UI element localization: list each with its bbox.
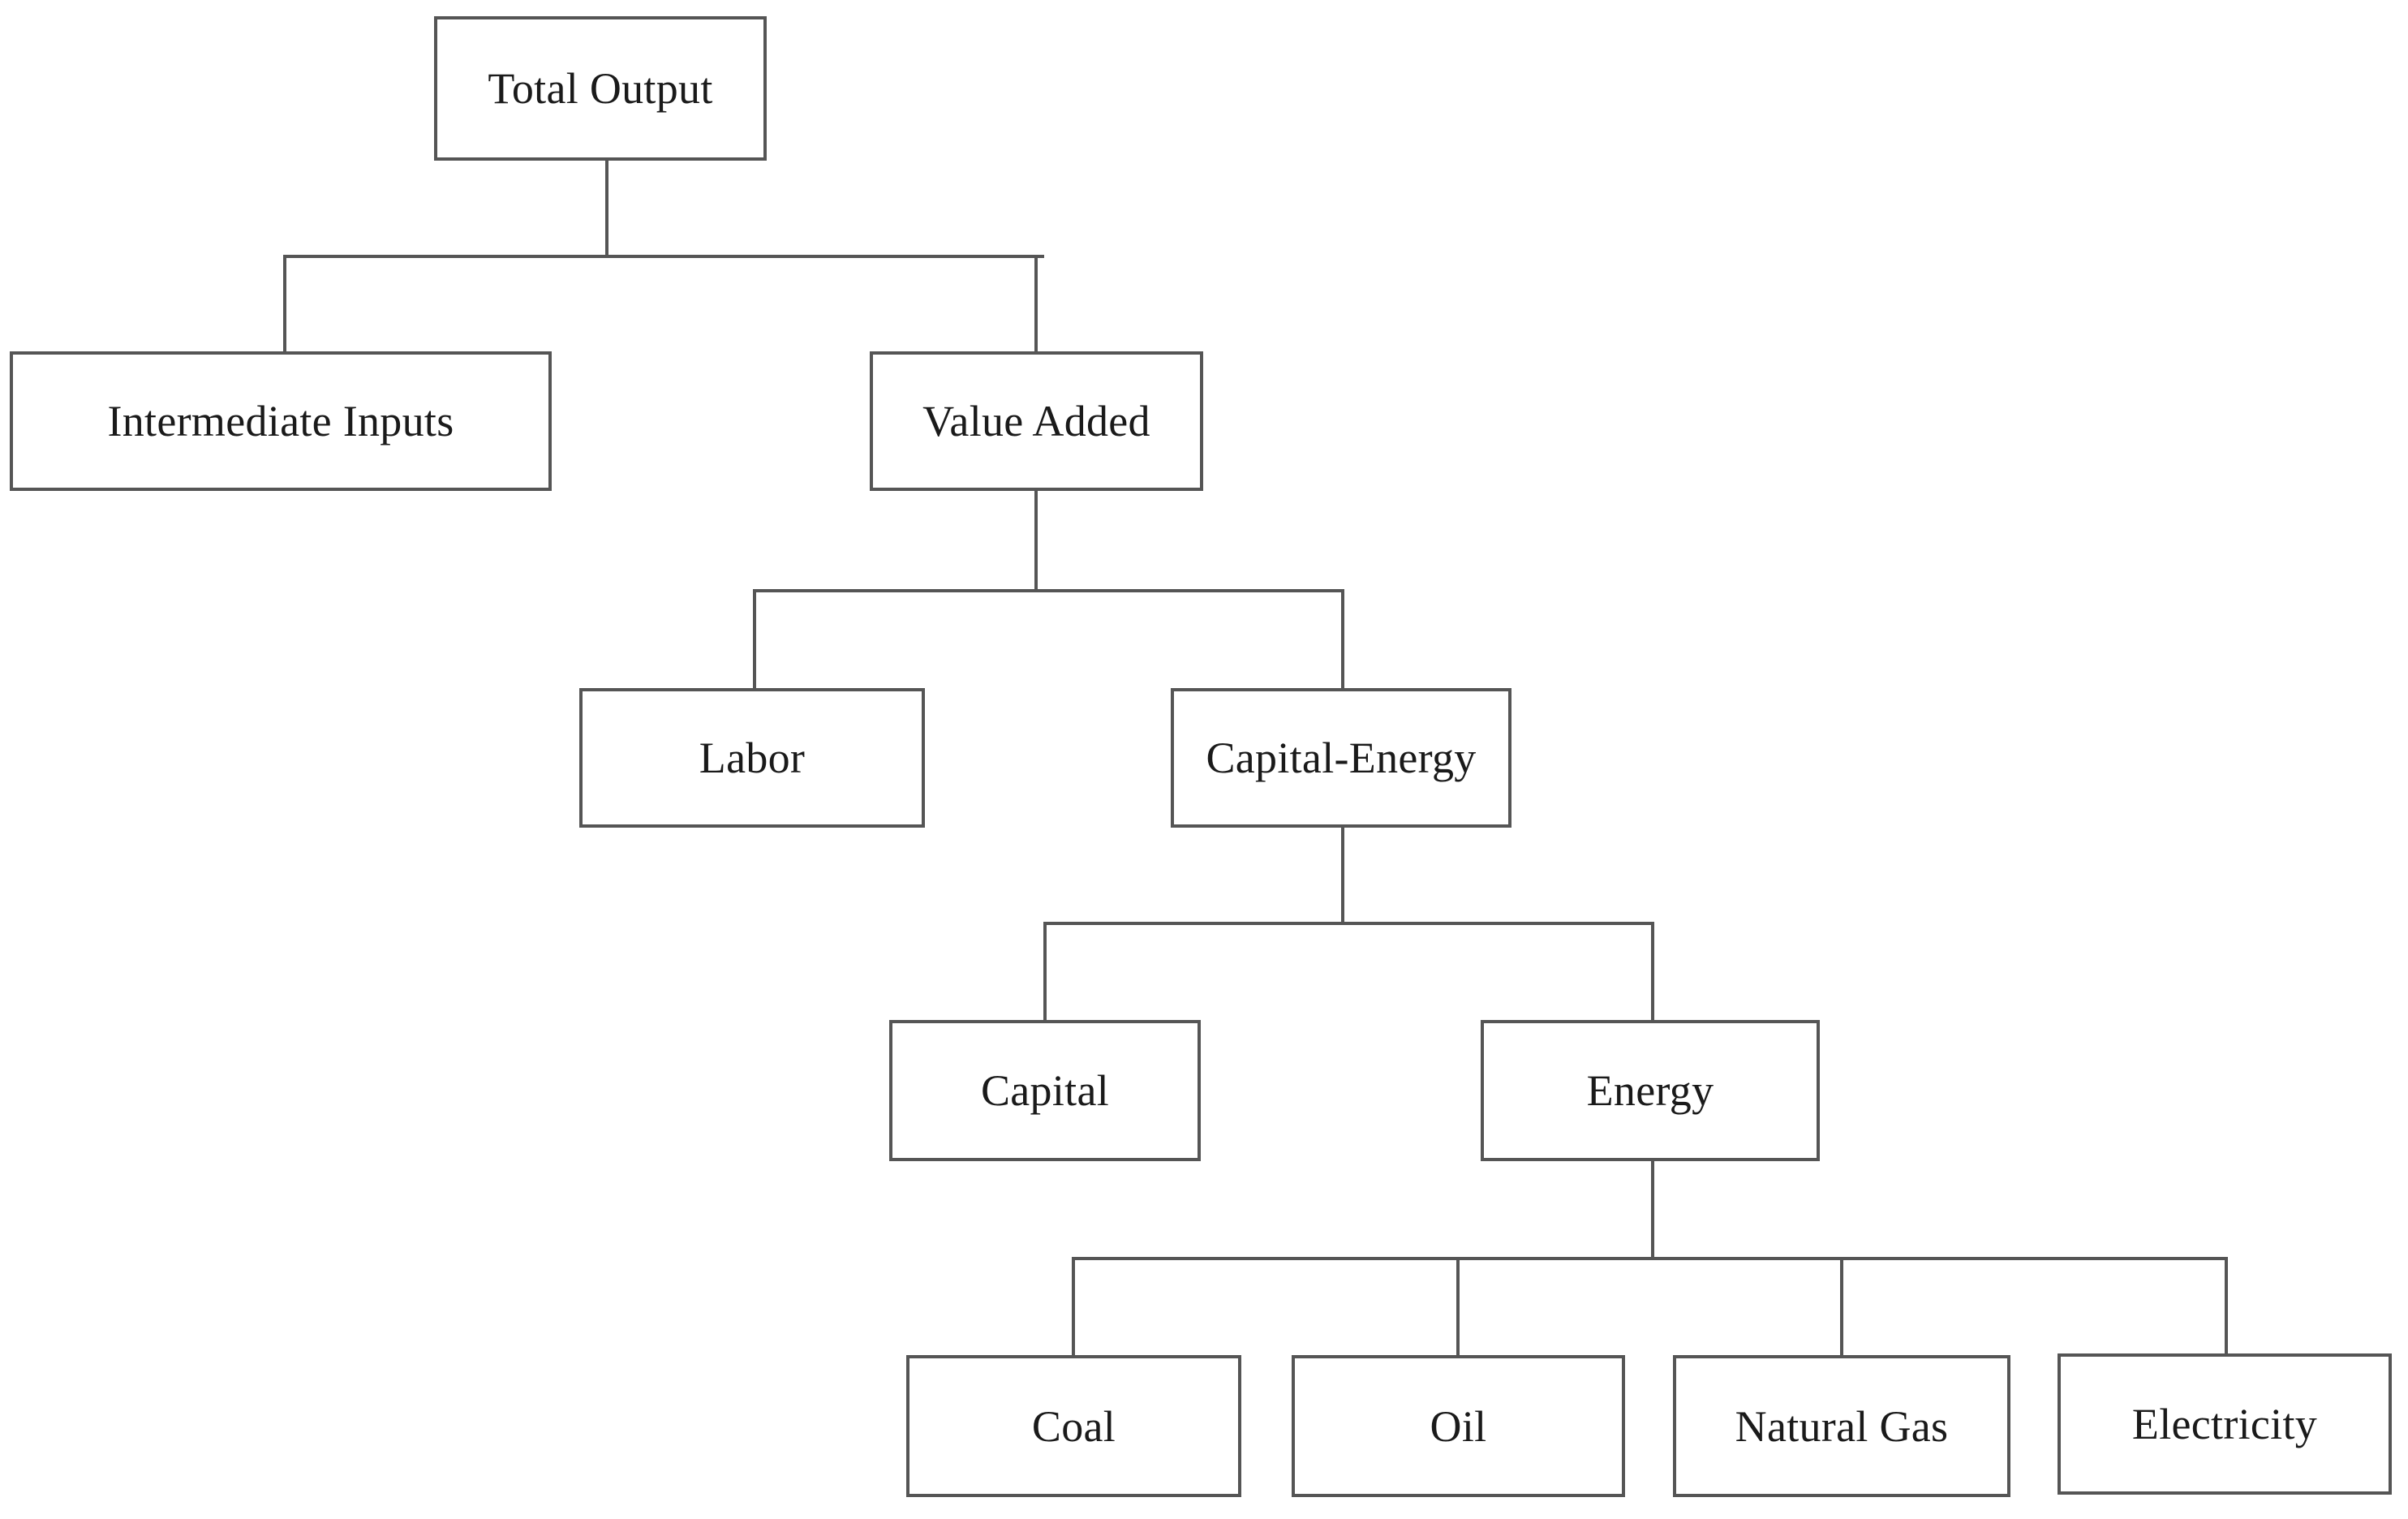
node-label-value-added: Value Added (922, 397, 1150, 445)
node-label-capital: Capital (980, 1066, 1110, 1115)
node-intermediate-inputs[interactable]: Intermediate Inputs (10, 351, 552, 491)
edge-drop-coal (1072, 1257, 1075, 1357)
edge-energy-stem (1651, 1161, 1654, 1260)
edge-level4-bus (1072, 1257, 2228, 1260)
edge-drop-value-added (1034, 255, 1038, 353)
node-value-added[interactable]: Value Added (870, 351, 1203, 491)
edge-drop-energy (1651, 922, 1654, 1022)
node-label-energy: Energy (1586, 1066, 1714, 1115)
node-oil[interactable]: Oil (1292, 1355, 1625, 1497)
edge-value-added-stem (1034, 491, 1038, 592)
node-electricity[interactable]: Electricity (2058, 1353, 2392, 1495)
node-capital[interactable]: Capital (889, 1020, 1201, 1161)
node-label-intermediate-inputs: Intermediate Inputs (107, 397, 454, 445)
node-coal[interactable]: Coal (906, 1355, 1241, 1497)
node-energy[interactable]: Energy (1481, 1020, 1820, 1161)
edge-drop-electricity (2225, 1257, 2228, 1355)
edge-drop-intermediate-inputs (283, 255, 286, 353)
edge-capital-energy-stem (1341, 828, 1344, 923)
node-label-natural-gas: Natural Gas (1735, 1401, 1949, 1451)
node-capital-energy[interactable]: Capital-Energy (1171, 688, 1511, 828)
node-label-electricity: Electricity (2131, 1400, 2318, 1448)
edge-drop-capital (1043, 922, 1047, 1022)
node-natural-gas[interactable]: Natural Gas (1673, 1355, 2010, 1497)
edge-drop-natural-gas (1840, 1257, 1843, 1357)
edge-drop-capital-energy (1341, 589, 1344, 690)
node-label-labor: Labor (699, 734, 806, 782)
node-label-total-output: Total Output (488, 64, 713, 113)
edge-drop-oil (1456, 1257, 1460, 1357)
node-label-capital-energy: Capital-Energy (1206, 734, 1477, 782)
node-total-output[interactable]: Total Output (434, 16, 767, 161)
edge-total-output-stem (605, 161, 608, 256)
node-label-coal: Coal (1031, 1401, 1116, 1451)
edge-level1-bus (283, 255, 1044, 258)
edge-level3-bus (1043, 922, 1654, 925)
edge-drop-labor (753, 589, 756, 690)
node-label-oil: Oil (1430, 1401, 1487, 1451)
node-labor[interactable]: Labor (579, 688, 925, 828)
edge-level2-bus (753, 589, 1344, 592)
